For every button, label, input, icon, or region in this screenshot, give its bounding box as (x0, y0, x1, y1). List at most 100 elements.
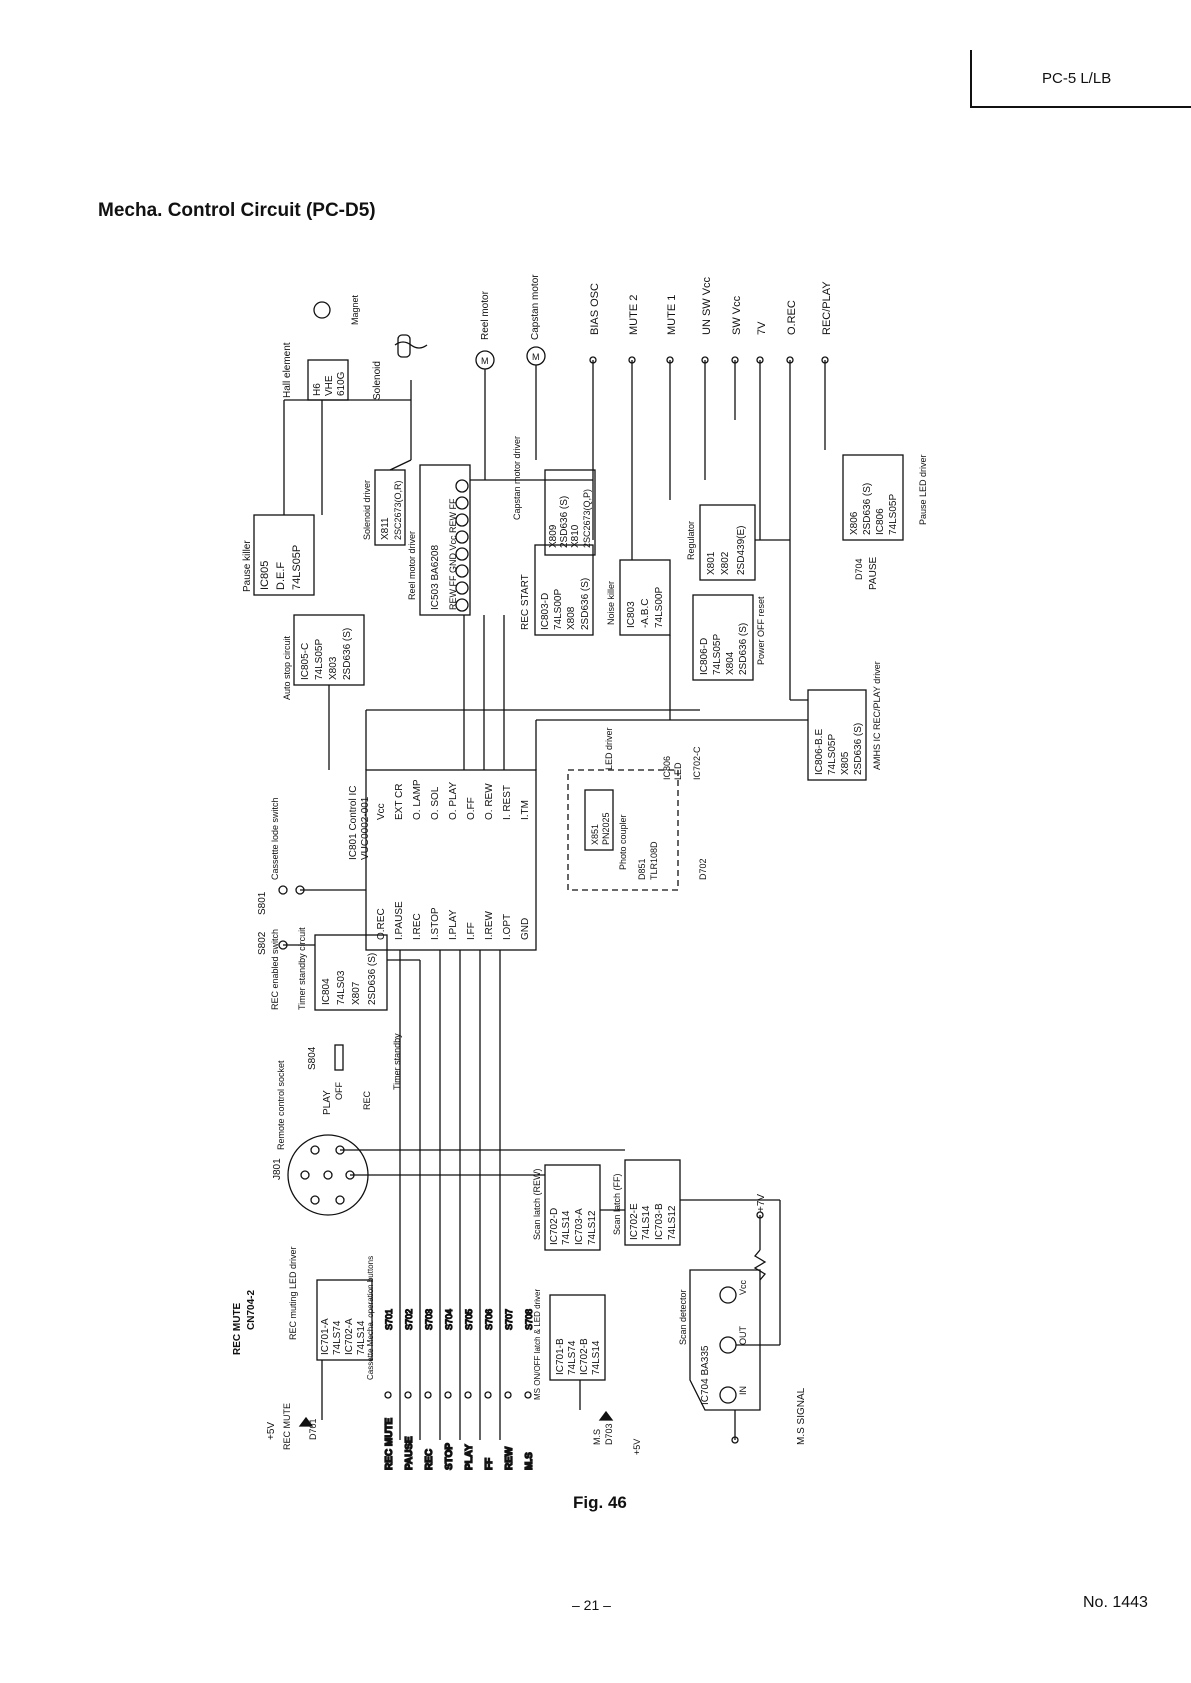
reel-motor-driver: Reel motor driver IC503 BA6208 REW FF GN… (407, 464, 471, 616)
ic-pin-label: O.FF (466, 797, 477, 820)
block-caption: REC START (520, 574, 531, 630)
ic-pin-label: O. REW (484, 783, 495, 820)
block-part: 2SD636 (S) (853, 723, 864, 775)
pin-label: OUT (738, 1326, 748, 1346)
led-label: REC MUTE (282, 1403, 292, 1450)
block-part: 74LS14 (591, 1340, 602, 1375)
socket-caption: Remote control socket (276, 1060, 286, 1150)
switch-caption: Cassette lode switch (270, 797, 280, 880)
block-part: 74LS12 (667, 1205, 678, 1240)
block-part: X803 (328, 656, 339, 680)
ic-pin-label: Vcc (376, 803, 387, 820)
block-part: D.E.F (275, 562, 287, 590)
block-part: 74LS05P (314, 639, 325, 680)
switch-ref: S802 (257, 931, 268, 955)
push-switch-icon (384, 1391, 392, 1399)
rec-play-driver: IC806-B.E 74LS05P X805 2SD636 (S) AMHS I… (807, 661, 882, 781)
block-part: IC803-D (540, 593, 551, 630)
block-part: 74LS05P (888, 494, 899, 535)
switch-ref: S704 (444, 1309, 454, 1330)
block-caption: Solenoid driver (362, 480, 372, 540)
block-part: 74LS14 (356, 1320, 367, 1355)
push-switch-icon (424, 1391, 432, 1399)
push-switch-icon (464, 1391, 472, 1399)
block-part: X806 (849, 511, 860, 535)
ms-latch: MS ON/OFF latch & LED driver IC701-B 74L… (533, 1289, 642, 1455)
switch-ref: S706 (484, 1309, 494, 1330)
led-icon (598, 1410, 614, 1421)
ic-pin-label: I.TM (520, 800, 531, 820)
block-part: X808 (566, 606, 577, 630)
block-part: 2SD636 (S) (862, 483, 873, 535)
solenoid-label: Solenoid (372, 361, 383, 400)
ic-pin-label: O. PLAY (448, 782, 459, 820)
block-part: IC703-B (654, 1203, 665, 1240)
pause-killer: Pause killer IC805 D.E.F 74LS05P (242, 514, 315, 596)
solenoid: Solenoid (372, 334, 428, 460)
scan-detector: Scan detector IC704 BA335 IN OUT Vcc +7V… (678, 1194, 807, 1445)
signal-label: MUTE 2 (628, 295, 640, 335)
block-caption: MS ON/OFF latch & LED driver (533, 1289, 542, 1400)
block-part: X851 (590, 824, 600, 845)
block-part: IC806 (875, 508, 886, 535)
signal-label: SW Vcc (731, 295, 743, 335)
block-caption: Regulator (686, 521, 696, 560)
block-part: X802 (720, 551, 731, 575)
block-part: 74LS14 (641, 1205, 652, 1240)
reel-motor-label: Reel motor (480, 290, 491, 340)
block-part: 74LS03 (336, 970, 347, 1005)
page-number: – 21 – (572, 1597, 611, 1613)
block-part: IC806-D (699, 638, 710, 675)
block-part: IC702-D (549, 1208, 560, 1245)
block-part: 2SD439(E) (736, 526, 747, 575)
auto-stop-circuit: Auto stop circuit IC805-C 74LS05P X803 2… (282, 614, 365, 700)
block-part: 74LS05P (827, 734, 838, 775)
switch-s804: S804 Timer standby PLAY OFF REC (307, 1033, 402, 1115)
scan-latch-ff: Scan latch (FF) IC702-E 74LS14 IC703-B 7… (612, 1159, 681, 1246)
block-part: IC806 (662, 756, 672, 780)
play-label: PLAY (322, 1090, 333, 1115)
block-part: X811 (380, 517, 391, 540)
block-part: 2SC2673(Q,P) (582, 489, 592, 548)
diode-label: D704 (854, 558, 864, 580)
block-caption: Scan latch (REW) (532, 1168, 542, 1240)
block-caption: Capstan motor driver (512, 436, 522, 520)
block-caption: Reel motor driver (407, 531, 417, 600)
switch-ref: S708 (524, 1309, 534, 1330)
control-ic: IC801 Control IC VUC0002-001 (348, 769, 537, 951)
push-switch-icon (484, 1391, 492, 1399)
solenoid-coil-icon (394, 341, 428, 349)
ic-pin-label: EXT CR (394, 784, 405, 821)
block-part: IC702-E (629, 1203, 640, 1240)
block-part: X804 (725, 651, 736, 675)
block-part: 2SD636 (S) (367, 953, 378, 1005)
block-part: VUC0002-001 (360, 796, 371, 860)
voltage-label: +5V (632, 1439, 642, 1455)
block-part: 2SD636 (S) (559, 496, 570, 548)
block-caption: Cassette Mecha. operation buttons (366, 1256, 375, 1380)
block-part: IC704 BA335 (700, 1345, 711, 1405)
block-caption: Timer standby circuit (297, 927, 307, 1010)
switch-ref: S702 (404, 1309, 414, 1330)
signal-label: UN SW Vcc (701, 276, 713, 335)
capstan-motor-driver: Capstan motor driver X809 2SD636 (S) X81… (512, 436, 596, 556)
figure-caption: Fig. 46 (573, 1493, 627, 1512)
block-caption: Auto stop circuit (282, 635, 292, 700)
pause-label: PAUSE (868, 557, 879, 590)
block-part: IC702-B (579, 1338, 590, 1375)
operation-buttons: Cassette Mecha. operation buttons (366, 1256, 375, 1380)
hall-element: Hall element H6 VHE 610G Magnet (282, 294, 360, 401)
power-off-reset: IC806-D 74LS05P X804 2SD636 (S) Power OF… (692, 594, 766, 681)
block-part: 2SD636 (S) (580, 578, 591, 630)
block-caption: Noise killer (606, 581, 616, 625)
push-switch-icon (524, 1391, 532, 1399)
block-caption: IC801 Control IC (348, 786, 359, 860)
diode-label: D702 (698, 858, 708, 880)
block-caption: Photo coupler (618, 814, 628, 870)
pin-label: IN (738, 1386, 748, 1395)
capstan-motor: M Capstan motor (526, 274, 546, 460)
hall-part: 610G (336, 371, 347, 396)
